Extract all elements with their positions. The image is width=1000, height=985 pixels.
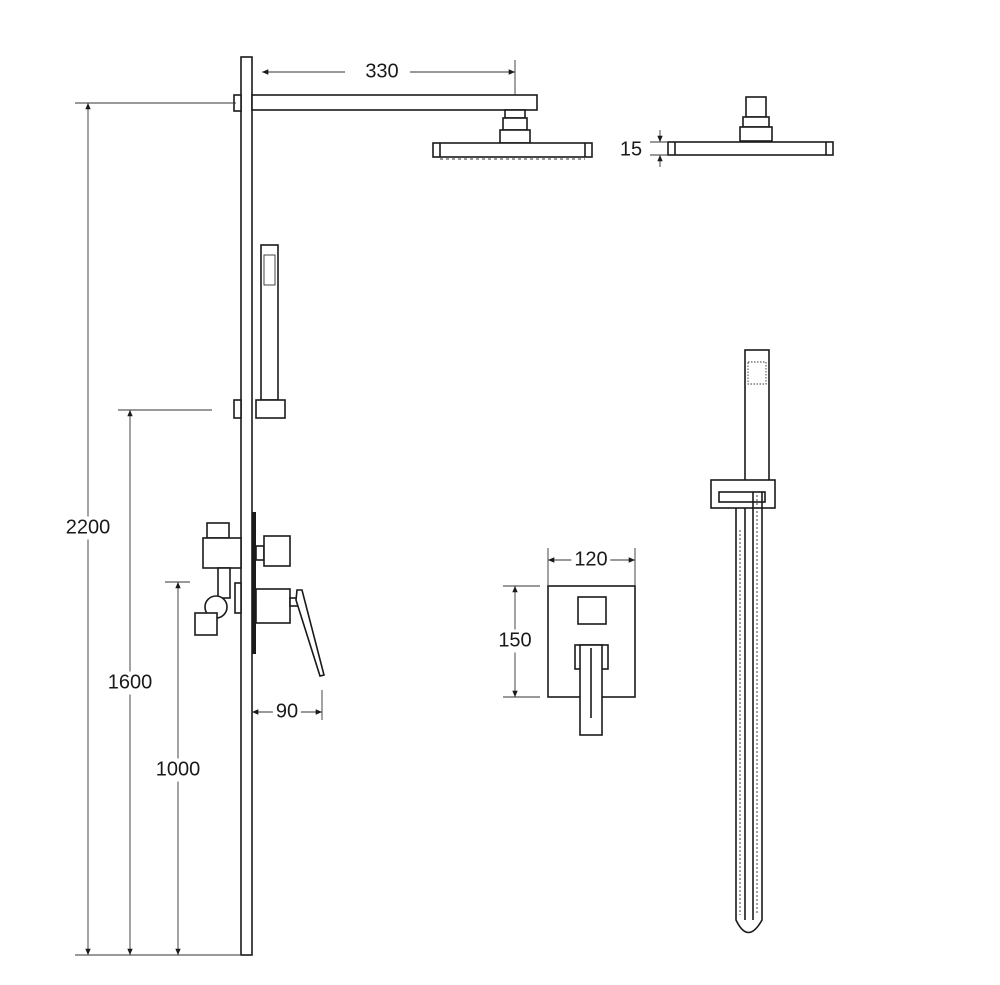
dimension-lines xyxy=(75,60,668,956)
rain-shower-head-front xyxy=(251,94,593,160)
mixer-plate-front xyxy=(547,585,636,736)
shower-rail xyxy=(233,56,253,956)
dim-mixer-height: 1000 xyxy=(152,758,204,782)
hand-shower-side xyxy=(255,244,286,419)
mixer-valve-side xyxy=(194,512,325,677)
dim-plate-width: 120 xyxy=(571,548,611,572)
dim-plate-height: 150 xyxy=(495,629,535,653)
dim-head-thickness: 15 xyxy=(616,138,646,162)
rain-shower-head-side xyxy=(667,96,834,156)
dim-arm-length: 330 xyxy=(362,60,402,84)
dim-total-height: 2200 xyxy=(62,516,114,540)
dim-mixer-depth: 90 xyxy=(272,700,302,724)
dim-holder-height: 1600 xyxy=(104,671,156,695)
hand-shower-with-hose xyxy=(710,349,776,934)
